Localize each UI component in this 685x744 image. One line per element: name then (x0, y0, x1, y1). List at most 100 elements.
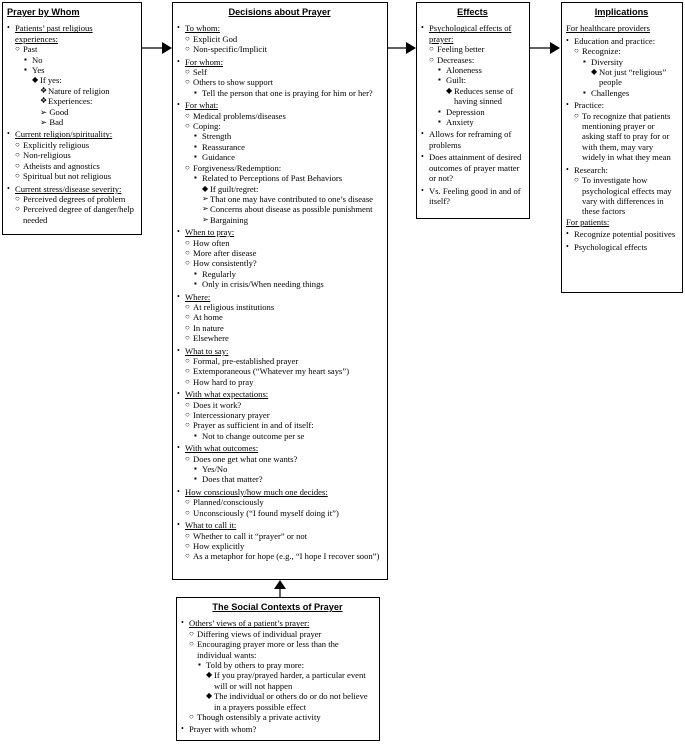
list-item-text: Explicitly religious (23, 139, 90, 150)
list-item: ○At religious institutions (177, 302, 382, 312)
bullet-icon: ▪ (194, 464, 197, 474)
implications-list: For healthcare providers•Education and p… (566, 23, 677, 252)
list-item-text: Past (23, 44, 38, 55)
list-item-text: More after disease (193, 247, 257, 258)
bullet-icon: ◆ (446, 85, 453, 95)
bullet-icon: ➢ (202, 204, 209, 214)
list-item-text: What to say: (185, 345, 229, 356)
list-item-text: If guilt/regret: (210, 183, 259, 194)
list-item: ○Explicit God (177, 34, 382, 44)
list-item: ○To investigate how psychological effect… (566, 175, 677, 217)
list-item: ○Intercessionary prayer (177, 410, 382, 420)
bullet-icon: ◆ (591, 67, 598, 77)
list-item: •When to pray: (177, 227, 382, 237)
list-item-text: Told by others to pray more: (206, 660, 304, 671)
bullet-icon: ○ (574, 175, 579, 185)
bullet-icon: ○ (185, 162, 190, 172)
list-item: ▪Guidance (177, 152, 382, 162)
list-item: ▪Tell the person that one is praying for… (177, 88, 382, 98)
list-item: ○Explicitly religious (7, 140, 136, 150)
bullet-icon: ❖ (40, 85, 48, 95)
list-item: ○Formal, pre-established prayer (177, 356, 382, 366)
bullet-icon: ▪ (438, 75, 441, 85)
bullet-icon: ▪ (583, 87, 586, 97)
bullet-icon: ▪ (194, 152, 197, 162)
list-item-text: Practice: (574, 100, 605, 111)
list-item-text: Perceived degree of danger/help needed (23, 204, 134, 225)
list-item-text: With what expectations: (185, 389, 269, 400)
list-item-text: Regularly (202, 268, 236, 279)
bullet-icon: ○ (185, 420, 190, 430)
list-item: ○To recognize that patients mentioning p… (566, 111, 677, 163)
list-item: ○Differing views of individual prayer (181, 629, 374, 639)
bullet-icon: ▪ (194, 268, 197, 278)
list-item: • Allows for reframing of problems (421, 129, 524, 150)
effects-title: Effects (457, 7, 488, 17)
list-item-text: Only in crisis/When needing things (202, 279, 324, 290)
list-item-text: Decreases: (437, 54, 475, 65)
bullet-icon: • (7, 183, 10, 193)
list-item-text: Prayer as sufficient in and of itself: (193, 420, 314, 431)
bullet-icon: ○ (185, 530, 190, 540)
list-item: ▪Related to Perceptions of Past Behavior… (177, 173, 382, 183)
list-item: ◆If guilt/regret: (177, 184, 382, 194)
bullet-icon: • (566, 241, 569, 251)
list-item-text: Allows for reframing of problems (429, 129, 512, 150)
list-item: ▪Does that matter? (177, 474, 382, 484)
list-item: ❖Experiences: (7, 96, 136, 106)
list-item: ▪Depression (421, 107, 524, 117)
list-item: •Recognize potential positives (566, 229, 677, 239)
bullet-icon: ○ (189, 712, 194, 722)
bullet-icon: ○ (185, 67, 190, 77)
decisions-about-prayer-box: Decisions about Prayer •To whom:○Explici… (172, 2, 388, 580)
list-item: ○Coping: (177, 121, 382, 131)
list-item-text: Unconsciously (“I found myself doing it”… (193, 507, 339, 518)
bullet-icon: ○ (185, 507, 190, 517)
bullet-icon: • (177, 443, 180, 453)
bullet-icon: ○ (15, 193, 20, 203)
list-item-text: If you pray/prayed harder, a particular … (214, 670, 366, 691)
list-item: ▪Yes (7, 65, 136, 75)
list-item-text: As a metaphor for hope (e.g., “I hope I … (193, 551, 380, 562)
bullet-icon: ○ (185, 551, 190, 561)
list-item: ▪Anxiety (421, 117, 524, 127)
list-item-text: Education and practice: (574, 35, 656, 46)
bullet-icon: ○ (185, 258, 190, 268)
list-item-text: With what outcomes: (185, 443, 259, 454)
list-item-text: Related to Perceptions of Past Behaviors (202, 173, 343, 184)
list-item-text: Whether to call it “prayer” or not (193, 530, 308, 541)
bullet-icon: • (177, 520, 180, 530)
arrow-social-to-decisions (274, 580, 286, 598)
list-item: ○Self (177, 67, 382, 77)
list-item-text: The individual or others do or do not be… (214, 691, 368, 712)
list-item: ➢Bargaining (177, 215, 382, 225)
bullet-icon: ○ (185, 376, 190, 386)
list-item: ○Does one get what one wants? (177, 454, 382, 464)
decisions-about-prayer-title: Decisions about Prayer (228, 7, 331, 17)
bullet-icon: ○ (185, 333, 190, 343)
list-item-text: Reduces sense of having sinned (454, 85, 514, 107)
bullet-icon: ▪ (194, 430, 197, 440)
list-item: •Research: (566, 165, 677, 175)
list-item-text: Patients’ past religious experiences: (15, 23, 93, 44)
bullet-icon: ➢ (202, 214, 209, 224)
list-item-text: Depression (446, 106, 485, 117)
list-item: •Patients’ past religious experiences: (7, 23, 136, 44)
list-item: ▪Diversity (566, 57, 677, 67)
bullet-icon: ◆ (202, 183, 209, 193)
list-item-text: Prayer with whom? (189, 724, 257, 735)
bullet-icon: • (421, 23, 424, 33)
bullet-icon: ○ (185, 121, 190, 131)
bullet-icon: • (177, 345, 180, 355)
list-item: ○How explicitly (177, 541, 382, 551)
list-item: ▪Aloneness (421, 65, 524, 75)
list-item: ○Prayer as sufficient in and of itself: (177, 420, 382, 430)
list-item-text: Encouraging prayer more or less than the… (197, 639, 339, 660)
list-item: ➢Concerns about disease as possible puni… (177, 204, 382, 214)
list-item: ▪No (7, 55, 136, 65)
list-item-text: Perceived degrees of problem (23, 193, 126, 204)
bullet-icon: ○ (185, 110, 190, 120)
list-item: ➢That one may have contributed to one’s … (177, 194, 382, 204)
list-item-text: What to call it: (185, 520, 237, 531)
bullet-icon: • (421, 129, 424, 139)
